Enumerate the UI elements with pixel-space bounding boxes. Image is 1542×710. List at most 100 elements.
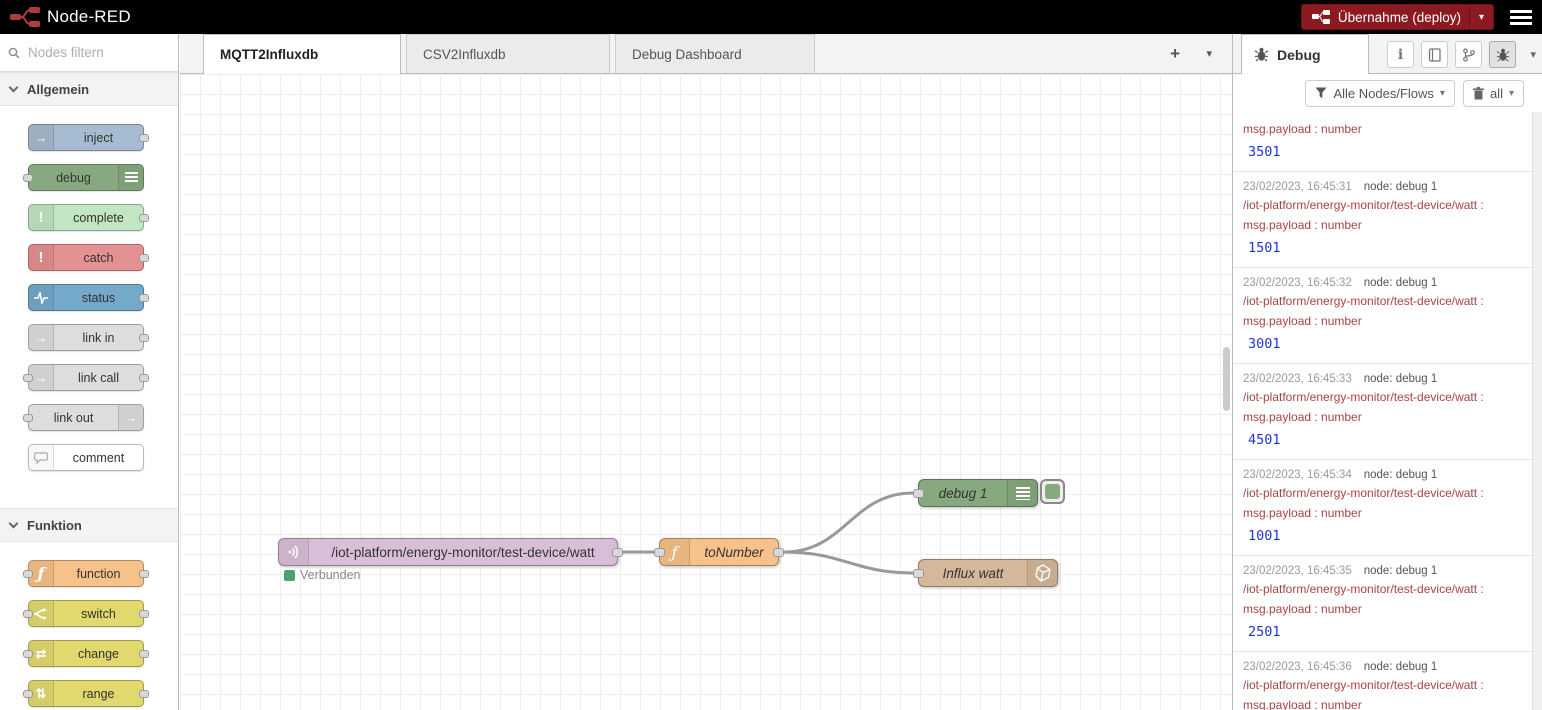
- palette-node-complete[interactable]: ! complete: [28, 204, 149, 231]
- node-port[interactable]: [23, 610, 33, 618]
- palette-node-debug[interactable]: debug: [23, 164, 144, 191]
- debug-clear-button[interactable]: all ▾: [1462, 79, 1524, 107]
- node-port[interactable]: [23, 374, 33, 382]
- node-red-logo: Node-RED: [10, 6, 131, 28]
- palette-node-label: link in: [82, 330, 115, 345]
- wire[interactable]: [782, 550, 915, 575]
- flow-list-caret[interactable]: ▾: [1206, 48, 1212, 60]
- category-label: Allgemein: [27, 81, 90, 97]
- message-source: node: debug 1: [1363, 277, 1438, 289]
- node-port[interactable]: [139, 294, 149, 302]
- debug-message-list[interactable]: msg.payload : number 3501 23/02/2023, 16…: [1233, 112, 1532, 710]
- tab-mqtt2influxdb[interactable]: MQTT2Influxdb: [203, 34, 401, 74]
- node-output-port[interactable]: [612, 548, 623, 557]
- node-port[interactable]: [139, 334, 149, 342]
- category-header-funktion[interactable]: Funktion: [0, 508, 178, 542]
- canvas-vertical-scrollbar[interactable]: [1223, 347, 1230, 411]
- node-port[interactable]: [23, 650, 33, 658]
- node-port[interactable]: [139, 690, 149, 698]
- palette-search-input[interactable]: [26, 44, 156, 61]
- message-value: 4501: [1248, 432, 1281, 448]
- palette-node-status[interactable]: status: [28, 284, 149, 311]
- palette-node-label: function: [76, 566, 121, 581]
- tab-debug[interactable]: Debug: [1241, 34, 1369, 74]
- tab-label: MQTT2Influxdb: [220, 47, 319, 62]
- message-topic: /iot-platform/energy-monitor/test-device…: [1243, 198, 1484, 212]
- palette-node-function[interactable]: ƒ function: [23, 560, 149, 587]
- deploy-options-caret[interactable]: ▾: [1468, 6, 1493, 28]
- node-port[interactable]: [139, 214, 149, 222]
- node-input-port[interactable]: [913, 489, 924, 498]
- filter-funnel-icon: [1315, 87, 1328, 99]
- info-tab-button[interactable]: i: [1387, 41, 1414, 68]
- node-port[interactable]: [139, 254, 149, 262]
- node-label: toNumber: [704, 544, 764, 560]
- node-port[interactable]: [139, 610, 149, 618]
- category-label: Funktion: [27, 517, 82, 533]
- palette-node-catch[interactable]: ! catch: [28, 244, 149, 271]
- message-source: node: debug 1: [1363, 181, 1438, 193]
- git-branch-tab-button[interactable]: [1455, 41, 1482, 68]
- book-icon: [1428, 47, 1441, 62]
- node-port[interactable]: [139, 374, 149, 382]
- node-port[interactable]: [23, 690, 33, 698]
- link-icon: →: [29, 325, 54, 350]
- help-tab-button[interactable]: [1421, 41, 1448, 68]
- influxdb-out-node[interactable]: Influx watt: [913, 559, 1058, 587]
- palette-node-change[interactable]: ⇄ change: [23, 640, 149, 667]
- palette-node-link-in[interactable]: → link in: [28, 324, 149, 351]
- debug-enable-toggle[interactable]: [1040, 479, 1065, 504]
- palette-node-range[interactable]: ⇅ range: [23, 680, 149, 707]
- palette-node-link-out[interactable]: → link out: [23, 404, 144, 431]
- message-payload-type: msg.payload : number: [1243, 314, 1362, 328]
- tab-label: Debug Dashboard: [632, 46, 742, 62]
- wire[interactable]: [782, 491, 915, 554]
- debug-sidebar: Debug i: [1232, 34, 1542, 710]
- tab-debug-dashboard[interactable]: Debug Dashboard: [615, 34, 815, 73]
- message-source: node: debug 1: [1363, 469, 1438, 481]
- node-port[interactable]: [139, 570, 149, 578]
- app-header: Node-RED Übernahme (deploy) ▾: [0, 0, 1542, 34]
- palette-node-link-call[interactable]: → link call: [23, 364, 149, 391]
- main-menu-button[interactable]: [1510, 9, 1532, 25]
- flow-canvas[interactable]: /iot-platform/energy-monitor/test-device…: [180, 74, 1232, 710]
- sidebar-scrollbar[interactable]: [1532, 112, 1542, 710]
- caret-down-icon: ▾: [1439, 87, 1445, 99]
- palette-node-comment[interactable]: comment: [28, 444, 144, 471]
- palette-search[interactable]: [0, 34, 178, 72]
- node-input-port[interactable]: [913, 569, 924, 578]
- node-input-port[interactable]: [654, 548, 665, 557]
- palette-node-label: complete: [73, 210, 124, 225]
- search-icon: [8, 47, 20, 58]
- message-payload-type: msg.payload : number: [1243, 698, 1362, 710]
- palette-node-label: inject: [83, 130, 114, 145]
- node-label: debug 1: [938, 485, 988, 501]
- trash-icon: [1472, 86, 1484, 99]
- sidebar-options-caret[interactable]: ▾: [1530, 49, 1536, 61]
- debug-filter-button[interactable]: Alle Nodes/Flows ▾: [1305, 79, 1455, 107]
- node-port[interactable]: [23, 570, 33, 578]
- category-header-allgemein[interactable]: Allgemein: [0, 72, 178, 106]
- deploy-button[interactable]: Übernahme (deploy) ▾: [1300, 4, 1494, 30]
- node-output-port[interactable]: [773, 548, 784, 557]
- pulse-icon: [29, 285, 54, 310]
- palette-node-switch[interactable]: switch: [23, 600, 149, 627]
- palette-node-inject[interactable]: → inject: [28, 124, 149, 151]
- mqtt-node-status: Verbunden: [284, 568, 360, 582]
- node-port[interactable]: [23, 174, 33, 182]
- branch-icon: [1463, 47, 1475, 62]
- add-flow-button[interactable]: +: [1170, 43, 1180, 63]
- debug-list-icon: [118, 165, 143, 190]
- tab-csv2influxdb[interactable]: CSV2Influxdb: [406, 34, 610, 73]
- message-value: 1501: [1248, 240, 1281, 256]
- debug-node[interactable]: debug 1: [913, 479, 1065, 507]
- function-node[interactable]: ƒ toNumber: [654, 538, 784, 566]
- mqtt-in-node[interactable]: /iot-platform/energy-monitor/test-device…: [278, 538, 623, 566]
- node-port[interactable]: [139, 650, 149, 658]
- debug-tab-button[interactable]: [1489, 41, 1516, 68]
- node-port[interactable]: [139, 134, 149, 142]
- node-port[interactable]: [23, 414, 33, 422]
